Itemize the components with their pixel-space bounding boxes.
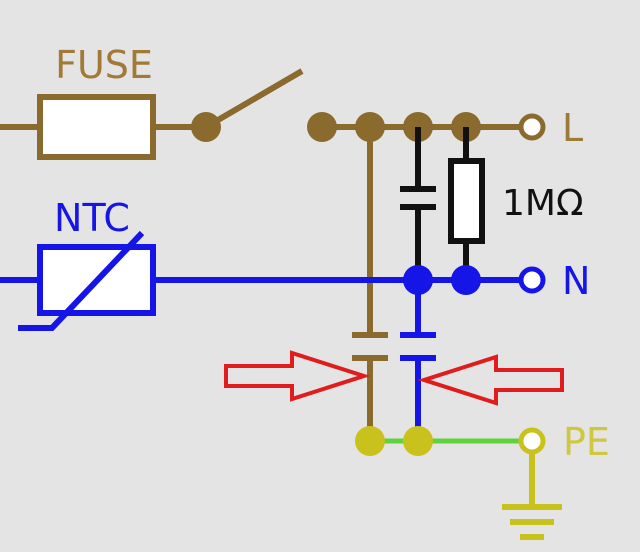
resistor-icon <box>448 158 485 244</box>
neutral-terminal <box>518 266 546 294</box>
line-node-1 <box>307 112 337 142</box>
neutral-node-1 <box>403 265 433 295</box>
line-node-2 <box>355 112 385 142</box>
switch-node <box>191 112 221 142</box>
earth-circuit <box>355 426 562 540</box>
earth-terminal <box>518 427 546 455</box>
earth-node-1 <box>355 426 385 456</box>
fuse-label: FUSE <box>55 43 153 87</box>
neutral-nodes <box>403 265 481 295</box>
pe-label: PE <box>563 420 610 464</box>
resistor-value-label: 1MΩ <box>502 183 583 224</box>
bleeder-resistor <box>448 127 485 280</box>
ntc-label: NTC <box>54 196 130 240</box>
arrow-icon-right <box>417 354 564 406</box>
line-terminal <box>518 113 546 141</box>
line-label: L <box>562 106 583 150</box>
neutral-node-2 <box>451 265 481 295</box>
y-capacitor-neutral <box>400 332 436 361</box>
ground-icon <box>502 452 562 540</box>
y-capacitor-line <box>352 332 388 361</box>
ntc-slash <box>18 230 145 331</box>
earth-node-2 <box>403 426 433 456</box>
neutral-label: N <box>562 259 590 303</box>
switch-icon <box>204 68 304 130</box>
x-capacitor <box>400 127 436 280</box>
line-nodes <box>191 112 481 142</box>
fuse-icon <box>37 94 156 160</box>
neutral-circuit <box>0 230 522 441</box>
arrow-icon-left <box>224 350 371 402</box>
